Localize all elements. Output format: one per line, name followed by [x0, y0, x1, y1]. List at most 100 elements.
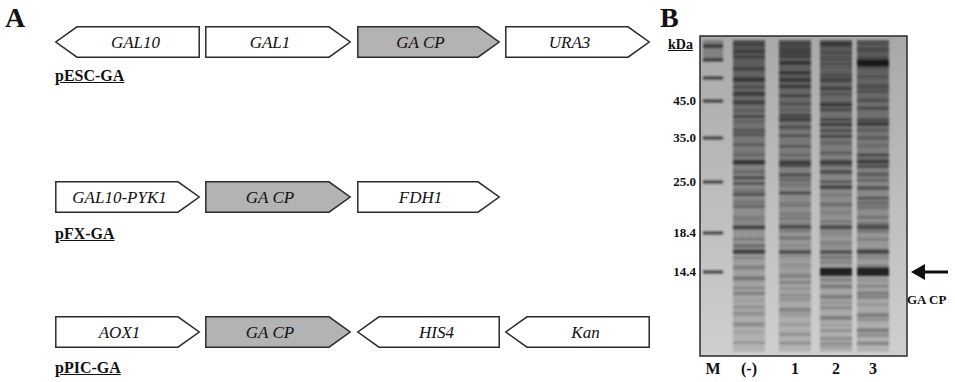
gel-band — [779, 203, 811, 207]
gel-band — [779, 42, 811, 46]
gel-band — [779, 264, 811, 268]
panel-letter: B — [660, 3, 679, 32]
gel-band — [820, 42, 852, 46]
gel-band — [779, 225, 811, 229]
gel-band — [733, 120, 765, 123]
gel-band — [779, 47, 811, 51]
gel-band — [779, 145, 811, 147]
gel-band — [820, 221, 852, 223]
gel-band — [857, 296, 889, 299]
gene-name: Kan — [571, 324, 599, 341]
gel-band — [820, 141, 852, 145]
gel-band — [733, 182, 765, 184]
gel-band — [779, 114, 811, 117]
gel-band — [779, 183, 811, 186]
gel-band — [857, 292, 889, 295]
gel-band — [820, 73, 852, 77]
gel-band — [820, 181, 852, 183]
gel-band — [779, 102, 811, 106]
gel-band — [857, 179, 889, 182]
gel-band — [857, 229, 889, 233]
gel-band — [733, 40, 765, 352]
gel-band — [820, 51, 852, 54]
gel-band — [779, 118, 811, 122]
gel-band — [779, 230, 811, 232]
gel-band — [820, 256, 852, 259]
gel-band — [733, 42, 765, 46]
gel-band — [820, 246, 852, 249]
gel-band — [733, 160, 765, 164]
lane-label: (-) — [741, 361, 757, 378]
gene-arrow: GA CP — [205, 316, 351, 348]
gel-band — [733, 92, 765, 96]
gene-name: GAL10-PYK1 — [72, 189, 166, 206]
gene-name: GA CP — [396, 34, 444, 51]
gel-band — [779, 308, 811, 312]
gel-band — [820, 170, 852, 174]
gel-band — [820, 102, 852, 106]
gel-band — [857, 225, 889, 229]
gel-band — [857, 334, 889, 338]
gene-name: FDH1 — [399, 189, 442, 206]
gel-band — [820, 203, 852, 207]
gel-band — [857, 317, 889, 321]
gel-band — [857, 268, 889, 276]
gel-band — [779, 222, 811, 224]
gene-name: GA CP — [246, 189, 294, 206]
gel-band — [857, 206, 889, 210]
lane-label: 3 — [869, 361, 877, 378]
gel-band — [733, 249, 765, 253]
gel-band — [857, 201, 889, 205]
gel-band — [779, 51, 811, 55]
gel-band — [733, 77, 765, 81]
gel-band — [820, 342, 852, 345]
gel-band — [779, 55, 811, 58]
gel-band — [857, 328, 889, 332]
gel-band — [857, 278, 889, 282]
gel-band — [820, 241, 852, 244]
gel-band — [820, 250, 852, 254]
gel-band — [779, 126, 811, 129]
gel-band — [733, 153, 765, 157]
gel-band — [779, 217, 811, 219]
gel-band — [733, 287, 765, 290]
gel-band — [779, 250, 811, 254]
gel-band — [857, 342, 889, 345]
axis-unit: kDa — [668, 38, 693, 53]
gel-band — [733, 276, 765, 280]
gel-band — [820, 135, 852, 138]
gel-band — [857, 60, 889, 66]
gel-band — [733, 189, 765, 193]
gel-band — [733, 266, 765, 270]
gel-band — [820, 232, 852, 235]
gel-band — [857, 122, 889, 126]
gel-band — [733, 200, 765, 204]
gel-band — [857, 303, 889, 306]
gel-band — [779, 154, 811, 157]
gel-band — [733, 193, 765, 195]
gel-band — [779, 71, 811, 75]
gel-band — [779, 323, 811, 327]
gel-band — [779, 294, 811, 296]
size-marker: 45.0 — [673, 94, 696, 108]
gel-band — [820, 118, 852, 120]
gel-band — [703, 181, 723, 184]
gel-band — [857, 66, 889, 69]
plasmid-name: pPIC-GA — [55, 360, 121, 377]
gel-band — [820, 278, 852, 282]
lane-label: 2 — [832, 361, 840, 378]
gene-arrow: GA CP — [357, 26, 500, 58]
gel-band — [779, 298, 811, 300]
gel-band — [820, 160, 852, 164]
gel-band — [733, 170, 765, 173]
gel-band — [733, 322, 765, 326]
gel-band — [820, 194, 852, 196]
gel-band — [857, 75, 889, 78]
gel-band — [857, 165, 889, 168]
gel-band — [857, 136, 889, 140]
gel-band — [779, 244, 811, 248]
gel-band — [779, 61, 811, 65]
gel-band — [779, 313, 811, 316]
gel-band — [820, 63, 852, 67]
panel-letter: A — [5, 3, 25, 32]
